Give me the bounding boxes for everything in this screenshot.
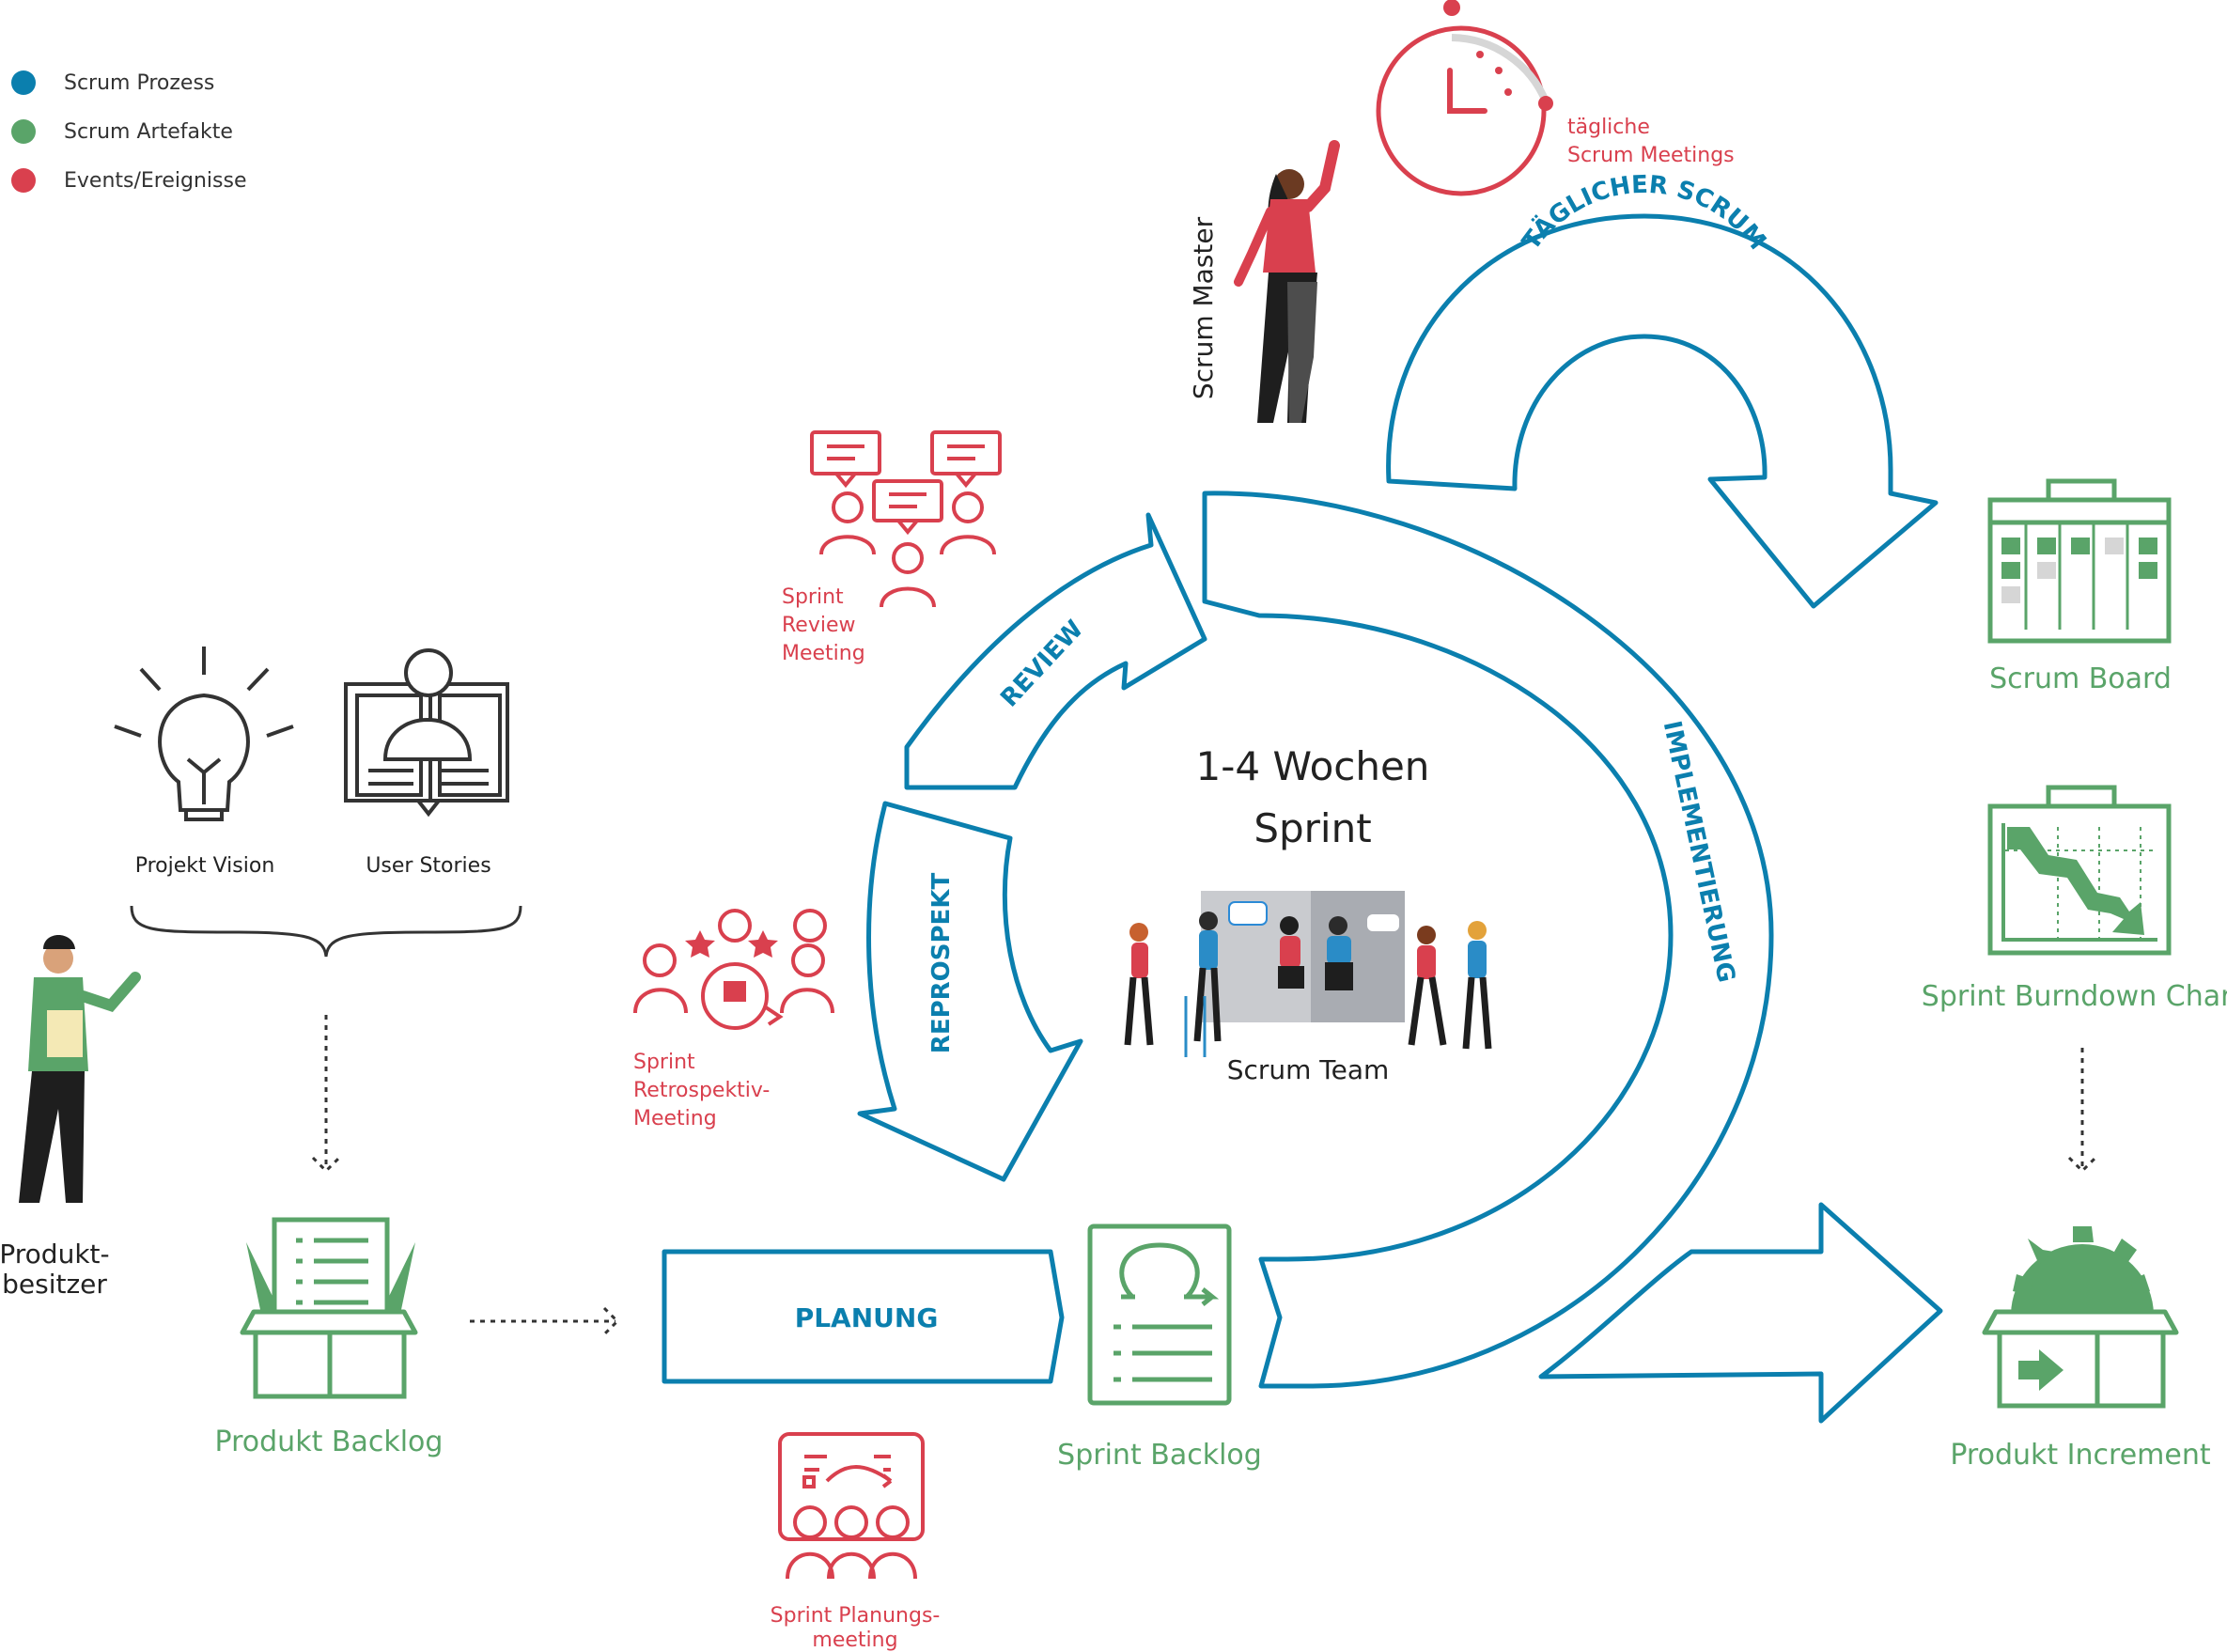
product-backlog-icon <box>240 1217 418 1399</box>
review-meeting-icon <box>810 430 1002 608</box>
retro-meeting-label-line2: Retrospektiv- <box>633 1079 770 1102</box>
user-stories-label: User Stories <box>366 854 491 878</box>
scrum-master-label: Scrum Master <box>1188 216 1219 399</box>
implementation-ring <box>1202 491 1774 1389</box>
team-person-3 <box>1278 916 1304 989</box>
grouping-brace <box>130 905 522 958</box>
team-person-5 <box>1408 926 1447 1046</box>
legend-item-artifacts: Scrum Artefakte <box>11 107 247 156</box>
star-icon <box>685 930 715 958</box>
vision-to-backlog-arrow <box>311 1015 341 1174</box>
legend: Scrum Prozess Scrum Artefakte Events/Ere… <box>11 58 247 205</box>
daily-meeting-label-line1: tägliche <box>1567 116 1650 139</box>
burndown-chart-label: Sprint Burndown Chart <box>1922 980 2227 1013</box>
team-person-2 <box>1184 912 1222 1057</box>
legend-label-artifacts: Scrum Artefakte <box>64 119 233 144</box>
product-owner-label-line2: besitzer <box>2 1269 107 1300</box>
review-meeting-label-line3: Meeting <box>782 642 865 665</box>
planning-meeting-label-line1: Sprint Planungs- <box>771 1604 941 1628</box>
planning-meeting-icon <box>778 1432 925 1580</box>
legend-dot-process <box>11 70 36 95</box>
scrum-team-label: Scrum Team <box>1227 1054 1390 1085</box>
center-title-line1: 1-4 Wochen <box>1196 743 1430 789</box>
clock-icon <box>1376 0 1553 196</box>
review-meeting-label-line2: Review <box>782 614 856 637</box>
sprint-backlog-icon <box>1087 1223 1232 1406</box>
phase-planning-label: PLANUNG <box>795 1302 939 1333</box>
product-backlog-label: Produkt Backlog <box>215 1426 444 1458</box>
increment-arrow <box>1538 1202 1943 1424</box>
retro-meeting-label-line3: Meeting <box>633 1107 717 1130</box>
retro-meeting-label-line1: Sprint <box>633 1051 695 1074</box>
daily-meeting-label-line2: Scrum Meetings <box>1567 144 1735 167</box>
legend-label-events: Events/Ereignisse <box>64 168 247 193</box>
lightbulb-icon <box>114 647 294 821</box>
user-stories-icon <box>344 648 509 818</box>
center-title-line2: Sprint <box>1254 805 1371 851</box>
star-icon <box>748 930 778 958</box>
planning-arrow <box>662 1249 1065 1384</box>
project-vision-label: Projekt Vision <box>135 854 275 878</box>
product-increment-icon <box>1982 1226 2179 1409</box>
product-increment-label: Produkt Increment <box>1950 1439 2211 1472</box>
retrospective-meeting-icon <box>633 909 834 1030</box>
team-person-4 <box>1325 916 1353 990</box>
product-owner-figure <box>19 935 141 1203</box>
legend-dot-events <box>11 168 36 193</box>
daily-scrum-loop <box>1386 213 1939 609</box>
sprint-backlog-label: Sprint Backlog <box>1057 1439 1262 1472</box>
product-owner-label-line1: Produkt- <box>0 1239 110 1270</box>
backlog-to-planning-arrow <box>470 1306 620 1336</box>
scrum-team-illustration <box>1124 891 1492 1057</box>
review-band <box>904 512 1207 790</box>
burndown-chart-icon <box>1987 785 2172 956</box>
team-person-1 <box>1124 923 1154 1046</box>
team-person-6 <box>1462 921 1492 1050</box>
review-meeting-label-line1: Sprint <box>782 585 844 609</box>
burndown-to-increment-arrow <box>2067 1048 2097 1174</box>
retrospect-band <box>857 801 1083 1182</box>
planning-meeting-label-line2: meeting <box>812 1629 897 1652</box>
scrum-board-icon <box>1987 478 2172 644</box>
legend-dot-artifacts <box>11 119 36 144</box>
legend-item-process: Scrum Prozess <box>11 58 247 107</box>
scrum-board-label: Scrum Board <box>1989 662 2172 695</box>
scrum-master-figure <box>1234 140 1340 423</box>
phase-retrospect-label: REPROSPEKT <box>927 873 956 1054</box>
legend-item-events: Events/Ereignisse <box>11 156 247 205</box>
legend-label-process: Scrum Prozess <box>64 70 215 95</box>
